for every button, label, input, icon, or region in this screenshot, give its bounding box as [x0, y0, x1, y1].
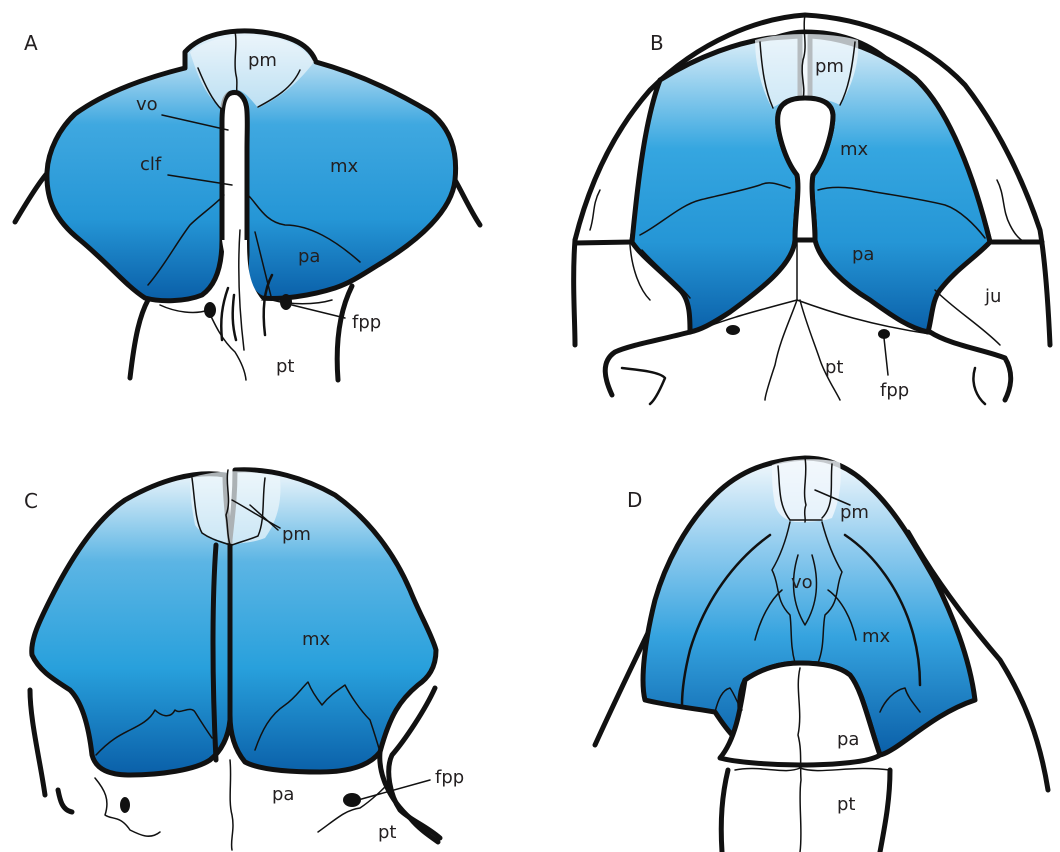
- panel-d-label-mx: mx: [862, 626, 891, 647]
- panel-c-label-pa: pa: [272, 784, 294, 805]
- panel-a-right-margin: [455, 180, 480, 225]
- panel-a-label-pt: pt: [276, 356, 294, 377]
- panel-d-label-pm: pm: [840, 502, 869, 523]
- panel-d: [595, 458, 1048, 852]
- panel-a-label-pa: pa: [298, 246, 320, 267]
- panel-b-fpp-left: [726, 325, 740, 335]
- panel-a: [15, 31, 480, 380]
- panel-c-label-pm: pm: [282, 524, 311, 545]
- panel-a-fpp-left: [204, 302, 216, 318]
- panel-c-label-fpp: fpp: [435, 767, 464, 788]
- panel-d-label-pt: pt: [837, 794, 855, 815]
- panel-a-right-posterior: [337, 286, 352, 380]
- panel-d-label-vo: vo: [791, 572, 813, 593]
- panel-c-letter: C: [24, 489, 38, 513]
- panel-c-fpp-left: [120, 797, 130, 813]
- panel-b-label-pt: pt: [825, 357, 843, 378]
- panel-a-label-clf: clf: [140, 154, 162, 175]
- panel-a-label-vo: vo: [136, 94, 158, 115]
- panel-c: [30, 470, 440, 850]
- panel-b-label-ju: ju: [984, 286, 1001, 307]
- panel-b-label-pm: pm: [815, 56, 844, 77]
- panel-a-fpp-right: [280, 294, 292, 310]
- panel-a-label-fpp: fpp: [352, 312, 381, 333]
- panel-b-label-pa: pa: [852, 244, 874, 265]
- panel-b-label-mx: mx: [840, 139, 869, 160]
- panel-c-label-pt: pt: [378, 822, 396, 843]
- panel-a-label-pm: pm: [248, 50, 277, 71]
- panel-a-letter: A: [24, 31, 38, 55]
- panel-a-label-mx: mx: [330, 156, 359, 177]
- panel-d-letter: D: [627, 488, 642, 512]
- panel-d-label-pa: pa: [837, 729, 859, 750]
- panel-c-label-mx: mx: [302, 629, 331, 650]
- panel-a-left-posterior: [130, 300, 148, 378]
- panel-b: [574, 15, 1050, 404]
- panel-b-letter: B: [650, 31, 664, 55]
- panel-b-label-fpp: fpp: [880, 380, 909, 401]
